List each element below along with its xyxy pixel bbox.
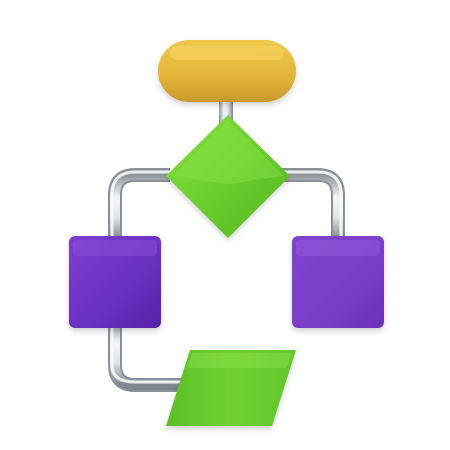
decision-diamond xyxy=(166,115,290,238)
connector-group xyxy=(108,100,345,392)
data-parallelogram xyxy=(166,350,296,426)
connector-right-upper xyxy=(280,168,345,240)
process-right xyxy=(292,236,384,328)
start-terminator xyxy=(158,40,296,102)
connector-left-upper xyxy=(108,168,170,240)
connector-left-lower xyxy=(108,320,185,392)
process-left xyxy=(69,236,161,328)
